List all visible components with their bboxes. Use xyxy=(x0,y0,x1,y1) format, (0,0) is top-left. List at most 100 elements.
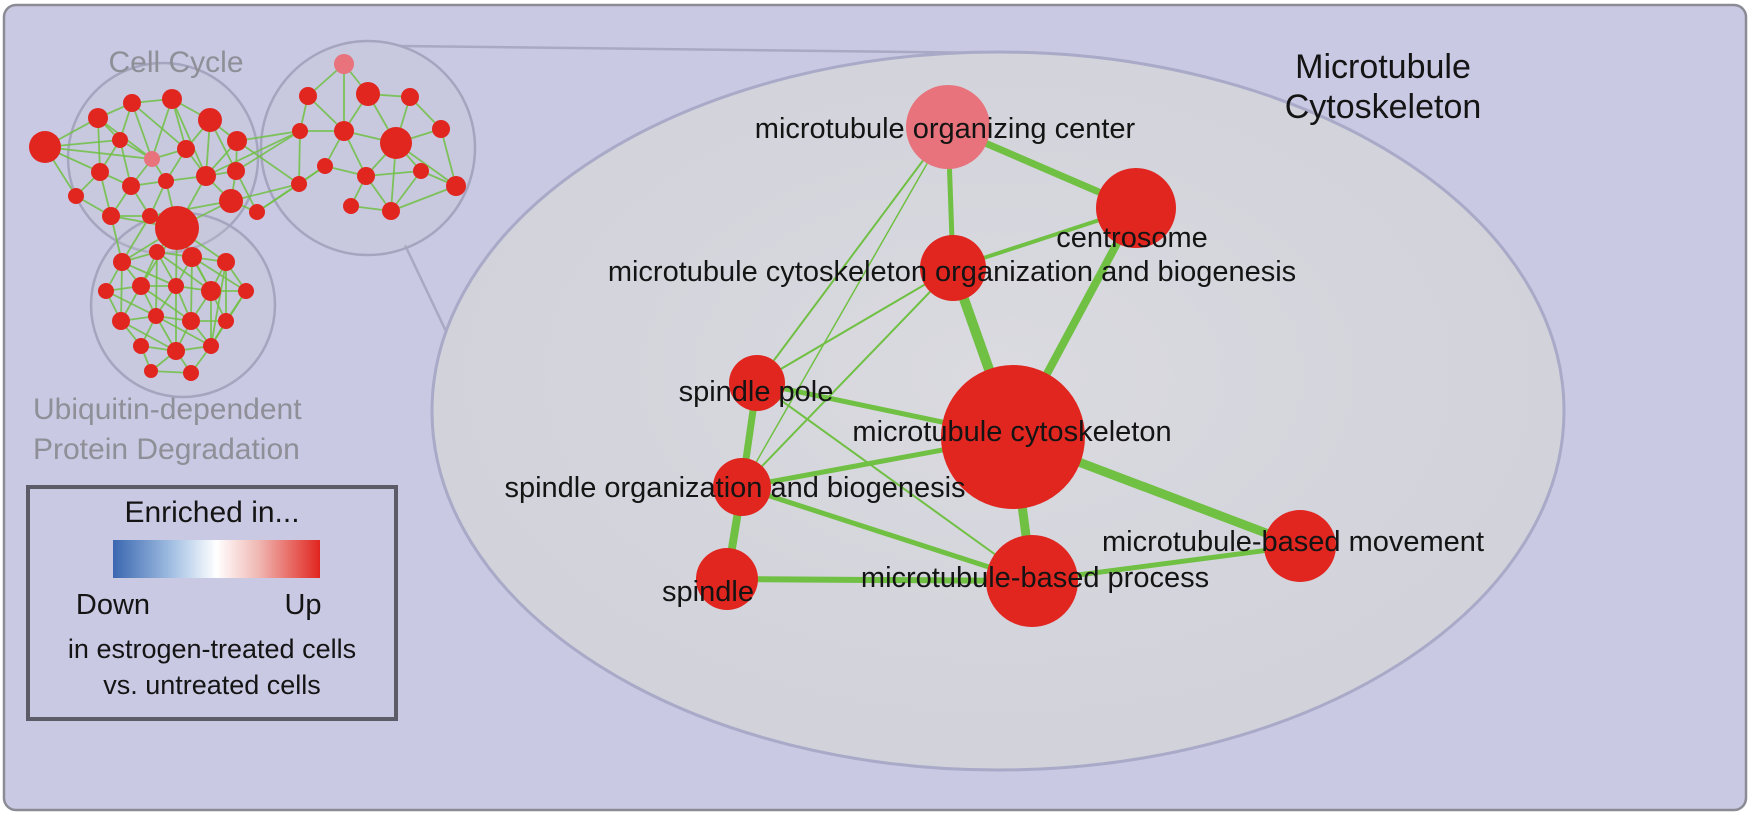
overview-node xyxy=(68,188,84,204)
legend-down-label: Down xyxy=(76,589,150,621)
overview-edge xyxy=(191,256,247,292)
figure-title-line2: Cytoskeleton xyxy=(1285,88,1482,126)
overview-edge xyxy=(155,251,158,317)
overview-edge xyxy=(120,320,177,352)
main-network-nodes xyxy=(696,85,1336,627)
main-node-spindle xyxy=(696,548,758,610)
overview-node xyxy=(291,176,307,192)
overview-node xyxy=(317,158,333,174)
legend-up-label: Up xyxy=(284,589,321,621)
legend-box xyxy=(26,485,398,721)
overview-node xyxy=(218,313,234,329)
overview-edge xyxy=(171,98,207,177)
overview-edge xyxy=(120,261,123,322)
main-node-spindle-pole xyxy=(729,355,785,411)
overview-edge xyxy=(131,102,153,160)
overview-node xyxy=(132,277,150,295)
overview-network: Cell Cycle Ubiquitin-dependent Protein D… xyxy=(29,39,477,466)
overview-node xyxy=(144,364,158,378)
main-edge xyxy=(756,267,954,384)
overview-node xyxy=(334,121,354,141)
overview-node xyxy=(183,365,199,381)
overview-node xyxy=(217,253,235,271)
overview-node xyxy=(113,253,131,271)
overview-node xyxy=(98,283,114,299)
figure-title-line1: Microtubule xyxy=(1295,48,1471,86)
overview-edge xyxy=(205,130,301,177)
legend-caption-line2: vs. untreated cells xyxy=(103,670,321,700)
overview-node xyxy=(177,140,195,158)
overview-node xyxy=(91,163,109,181)
overview-edge xyxy=(105,290,157,317)
overview-node xyxy=(299,87,317,105)
main-network-labels: microtubule organizing centercentrosomem… xyxy=(504,113,1484,608)
overview-node xyxy=(144,151,160,167)
overview-edge xyxy=(140,285,192,322)
overview-node xyxy=(158,173,174,189)
overview-node xyxy=(112,132,128,148)
main-network: microtubule organizing centercentrosomem… xyxy=(504,85,1484,627)
main-node-label: spindle xyxy=(662,576,754,608)
main-node-centrosome xyxy=(1096,168,1176,248)
overview-node xyxy=(219,189,243,213)
overview-node xyxy=(413,163,429,179)
main-node-microtubule-based-process xyxy=(986,535,1078,627)
overview-edge xyxy=(256,183,300,213)
overview-node xyxy=(168,278,184,294)
overview-edge xyxy=(190,256,193,322)
legend-caption-line1: in estrogen-treated cells xyxy=(68,634,356,664)
overview-edge xyxy=(236,140,300,185)
overview-node xyxy=(149,244,165,260)
cell-cycle-label: Cell Cycle xyxy=(108,46,243,79)
overview-node xyxy=(102,207,120,225)
overview-edge xyxy=(151,98,173,160)
overview-edge xyxy=(131,102,187,150)
overview-node xyxy=(122,177,140,195)
ubiquitin-label-line1: Ubiquitin-dependent xyxy=(33,393,302,426)
overview-node xyxy=(357,167,375,185)
main-node-label: spindle pole xyxy=(679,376,834,408)
overview-node xyxy=(334,54,354,74)
ubiquitin-label-line2: Protein Degradation xyxy=(33,433,300,466)
main-node-microtubule-cytoskeleton-organization-and-biogenesis xyxy=(920,235,986,301)
overview-edge xyxy=(235,130,301,172)
overview-node xyxy=(148,308,164,324)
overview-node xyxy=(238,283,254,299)
overview-node xyxy=(162,89,182,109)
overview-edge xyxy=(210,261,227,347)
main-edge xyxy=(756,126,949,384)
overview-node xyxy=(380,127,412,159)
overview-edge xyxy=(390,185,457,212)
overview-node xyxy=(112,312,130,330)
overview-node xyxy=(142,208,158,224)
legend-title: Enriched in... xyxy=(124,496,299,529)
legend: Enriched in... Down Up in estrogen-treat… xyxy=(26,485,398,721)
overview-node xyxy=(203,338,219,354)
main-node-label: microtubule organizing center xyxy=(755,113,1136,145)
zoom-cone-line-top xyxy=(399,44,999,55)
overview-edge xyxy=(298,130,301,185)
overview-node xyxy=(29,131,61,163)
main-node-spindle-organization-and-biogenesis xyxy=(713,458,771,516)
cluster-circle-microtubule xyxy=(259,39,477,257)
overview-node xyxy=(249,204,265,220)
overview-node xyxy=(182,247,202,267)
main-node-microtubule-organizing-center xyxy=(906,85,990,169)
overview-node xyxy=(382,202,400,220)
overview-node xyxy=(292,123,308,139)
overview-node xyxy=(196,166,216,186)
overview-node xyxy=(182,312,200,330)
main-node-label: centrosome xyxy=(1056,222,1208,254)
overview-node xyxy=(167,342,185,360)
overview-node xyxy=(88,108,108,128)
main-edge xyxy=(741,126,949,488)
overview-nodes xyxy=(29,54,466,381)
overview-node xyxy=(343,198,359,214)
overview-node xyxy=(123,94,141,112)
main-node-microtubule-cytoskeleton xyxy=(941,365,1085,509)
main-node-microtubule-based-movement xyxy=(1264,510,1336,582)
overview-node xyxy=(356,82,380,106)
legend-gradient-bar xyxy=(113,540,320,578)
